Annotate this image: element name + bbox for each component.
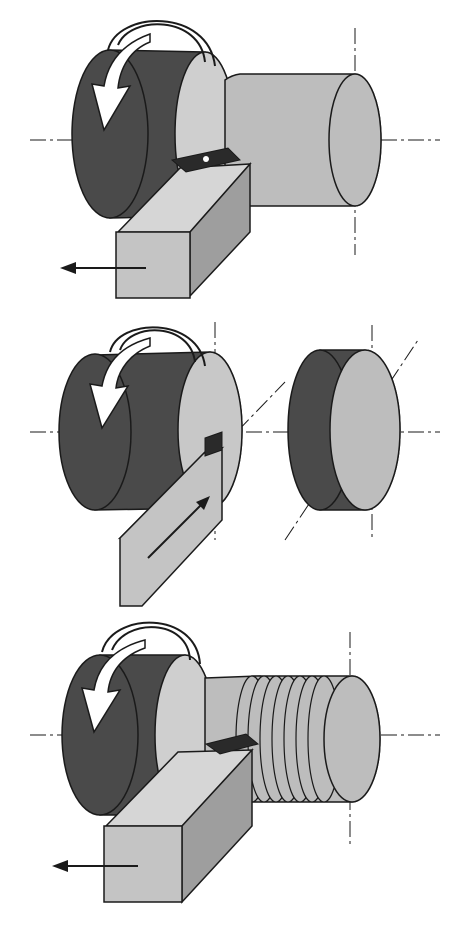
feed-arrow-icon [147,496,210,559]
thread-section [235,675,381,803]
panel-threading [30,621,440,904]
panel-parting-off [30,322,440,607]
feed-arrow-icon [52,860,138,872]
threading-tool [103,733,260,904]
rotation-arrow-icon [88,326,206,430]
panel-turning [30,20,440,299]
feed-arrow-icon [60,262,146,274]
parting-tool [117,431,225,607]
workpiece-cylinder [224,73,382,207]
rotation-arrow-icon [90,20,216,132]
cutting-tool [115,147,252,299]
parted-disc [287,349,401,511]
rotation-arrow-icon [80,621,201,734]
